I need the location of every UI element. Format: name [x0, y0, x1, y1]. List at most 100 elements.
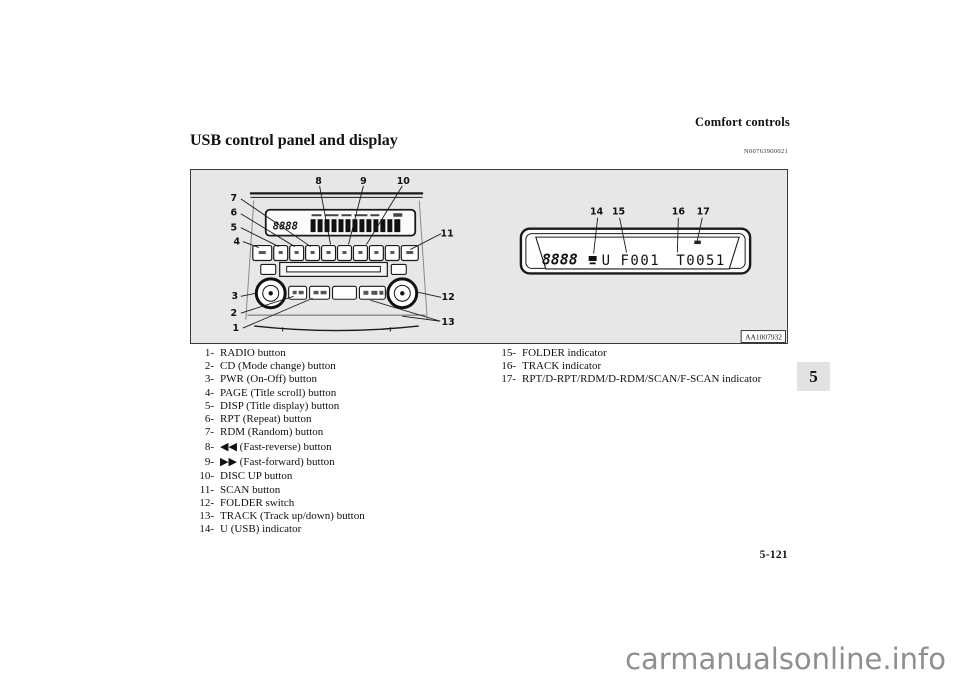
- figure-usb-control-panel: 8888: [190, 169, 788, 344]
- callout-4: 4: [234, 237, 241, 248]
- legend-item-label: PWR (On-Off) button: [220, 373, 317, 386]
- legend-item: 14- U (USB) indicator: [190, 523, 365, 536]
- legend-item-number: 13-: [199, 510, 214, 523]
- disc-icon: [588, 256, 597, 265]
- legend-item: 9- ▶▶ (Fast-forward) button: [190, 455, 365, 471]
- callout-7: 7: [231, 193, 238, 204]
- radio-button: [309, 285, 331, 300]
- legend-item-label: CD (Mode change) button: [220, 360, 336, 373]
- radio-display: 8888: [264, 208, 417, 237]
- display-caption-marks: [311, 213, 403, 217]
- callout-5: 5: [231, 223, 238, 234]
- legend-item: 7- RDM (Random) button: [190, 426, 365, 439]
- legend-item: 1- RADIO button: [190, 347, 365, 360]
- legend-item-number: 7-: [204, 426, 214, 439]
- legend-item-number: 11-: [199, 483, 214, 496]
- callout-10: 10: [397, 176, 411, 187]
- legend-item-number: 10-: [199, 470, 214, 483]
- callout-17: 17: [697, 207, 710, 218]
- callout-1: 1: [233, 323, 240, 334]
- panel-right-side: [418, 200, 428, 320]
- callout-16: 16: [672, 207, 686, 218]
- blank-button: [331, 285, 357, 300]
- legend-item-number: 8-: [204, 440, 214, 453]
- usb-display-left-value: 8888: [542, 250, 578, 268]
- cd-slot-opening: [286, 265, 381, 273]
- track-indicator: T0051: [676, 253, 725, 269]
- legend-item-label: RADIO button: [220, 347, 286, 359]
- legend-item: 2- CD (Mode change) button: [190, 360, 365, 373]
- legend-item-number: 1-: [204, 347, 214, 359]
- legend-item-number: 9-: [204, 456, 214, 469]
- legend-item-label: TRACK indicator: [522, 360, 602, 373]
- legend-item-number: 5-: [204, 399, 214, 412]
- callout-15: 15: [612, 207, 625, 218]
- figure-illustration: 8888: [231, 176, 787, 343]
- legend-item: 12-FOLDER switch: [190, 497, 365, 510]
- callout-8: 8: [315, 176, 322, 187]
- eject-button: [390, 263, 407, 275]
- knob-row: [254, 277, 419, 310]
- legend-item: 8- ◀◀ (Fast-reverse) button: [190, 439, 365, 455]
- legend-item-label: U (USB) indicator: [220, 523, 302, 536]
- legend-item-number: 15-: [501, 347, 516, 359]
- mode-indicator-mark: [694, 240, 701, 245]
- legend-item-number: 14-: [199, 523, 214, 536]
- legend-item-label: ◀◀ (Fast-reverse) button: [220, 440, 332, 453]
- legend-item-label: DISC UP button: [220, 470, 293, 483]
- legend-item: 4- PAGE (Title scroll) button: [190, 387, 365, 400]
- callout-2: 2: [231, 308, 238, 319]
- legend-right-column: 15- FOLDER indicator 16- TRACK indicator 1…: [492, 347, 761, 387]
- legend-item-number: 2-: [204, 360, 214, 373]
- legend-item-label: RPT (Repeat) button: [220, 413, 312, 426]
- legend-item: 10- DISC UP button: [190, 470, 365, 483]
- callout-13: 13: [442, 317, 455, 328]
- button-glyph-marks: [258, 251, 414, 255]
- callout-11: 11: [441, 229, 454, 240]
- legend-item-label: DISP (Title display) button: [220, 399, 340, 412]
- callout-3: 3: [232, 291, 239, 302]
- figure-id: AA1007932: [745, 333, 782, 342]
- watermark: carmanualsonline.info: [625, 642, 946, 676]
- callout-6: 6: [231, 208, 238, 219]
- legend-item: 17- RPT/D-RPT/RDM/D-RDM/SCAN/F-SCAN indic…: [492, 373, 761, 386]
- callout-12: 12: [442, 292, 455, 303]
- legend-item-label: RDM (Random) button: [220, 426, 324, 439]
- legend-item-label: RPT/D-RPT/RDM/D-RDM/SCAN/F-SCAN indicato…: [522, 373, 762, 386]
- legend-item: 16- TRACK indicator: [492, 360, 761, 373]
- legend-item-number: 16-: [501, 360, 516, 373]
- lower-button-marks: [292, 290, 384, 295]
- callout-numbers: 1 2 3 4 5 6 7 8 9 10 11 12 13 14 15 16 1…: [231, 176, 710, 334]
- level-meter: [310, 219, 401, 233]
- legend-item-label: SCAN button: [220, 483, 281, 496]
- page-title: USB control panel and display: [190, 132, 398, 149]
- running-header: Comfort controls: [695, 115, 790, 129]
- legend-item: 6- RPT (Repeat) button: [190, 413, 365, 426]
- legend-item-label: TRACK (Track up/down) button: [220, 510, 365, 523]
- legend-item-number: 12-: [199, 496, 214, 509]
- chapter-tab: 5: [797, 362, 830, 391]
- usb-display-illustration: 8888 U F001 T0051: [519, 227, 752, 275]
- callout-lines: [240, 185, 703, 329]
- load-button: [260, 263, 277, 275]
- legend-item-number: 4-: [204, 386, 214, 399]
- page-number: 5-121: [759, 549, 788, 561]
- legend-item: 5- DISP (Title display) button: [190, 400, 365, 413]
- folder-indicator: F001: [621, 253, 661, 269]
- callout-9: 9: [360, 176, 367, 187]
- legend-item-number: 3-: [204, 373, 214, 386]
- legend-item-label: FOLDER indicator: [522, 347, 607, 359]
- callout-14: 14: [590, 207, 604, 218]
- usb-indicator: U: [602, 253, 612, 269]
- legend-item-label: PAGE (Title scroll) button: [220, 386, 337, 399]
- radio-display-value: 8888: [273, 221, 298, 233]
- legend-left-column: 1- RADIO button 2- CD (Mode change) button…: [190, 347, 365, 536]
- legend-item-number: 6-: [204, 413, 214, 426]
- legend-item-number: 17-: [501, 373, 516, 386]
- legend-item: 13- TRACK (Track up/down) button: [190, 510, 365, 523]
- section-code: N00763900021: [743, 148, 788, 155]
- panel-bottom-curve: [254, 325, 419, 332]
- legend-item-label: ▶▶ (Fast-forward) button: [220, 456, 335, 469]
- legend-item: 11- SCAN button: [190, 484, 365, 497]
